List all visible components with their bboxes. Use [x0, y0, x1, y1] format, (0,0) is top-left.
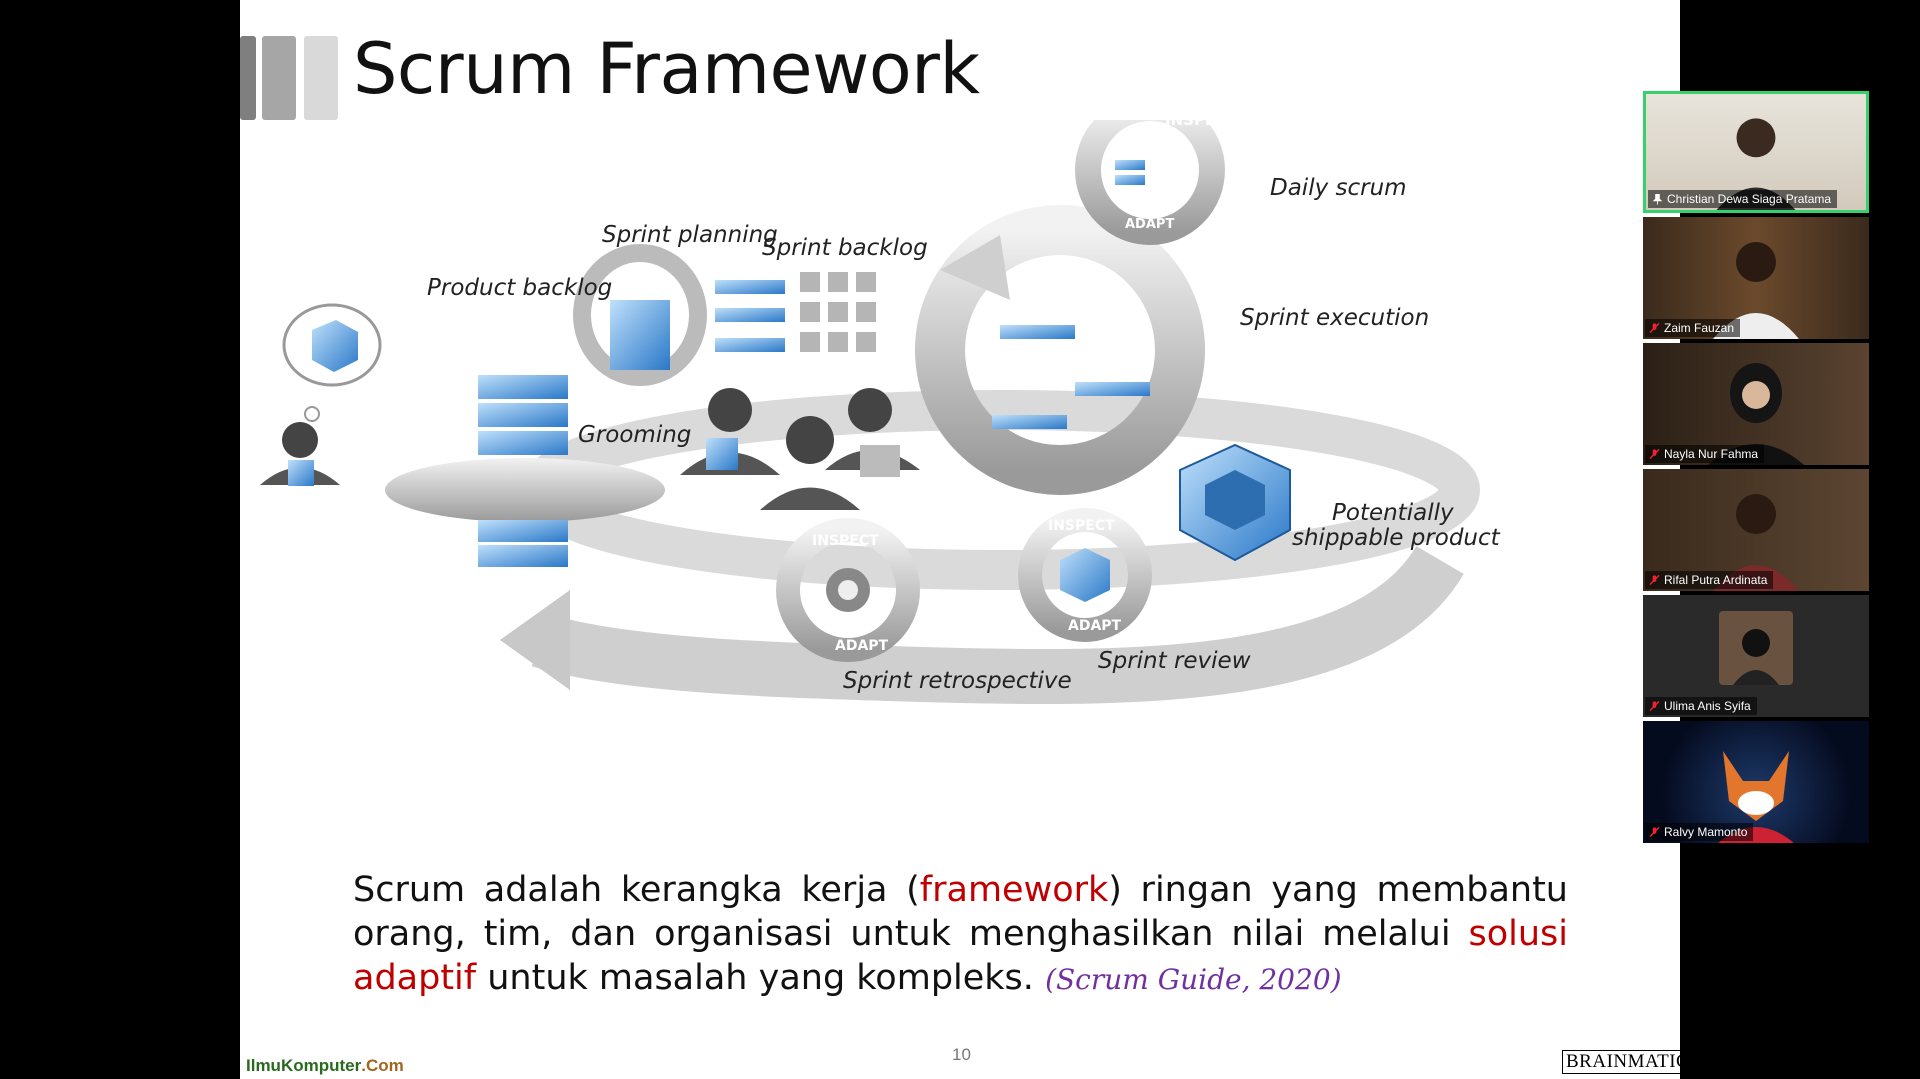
label-potentially: Potentially — [1332, 500, 1454, 526]
highlight-solusi-adaptif: solusi adaptif — [353, 914, 1568, 998]
svg-text:INSPECT: INSPECT — [812, 533, 879, 549]
mic-muted-icon — [1649, 322, 1660, 334]
sprint-loop-arrow — [531, 545, 1464, 705]
footer-logo-brainmatics: BRAINMATICS — [1562, 1050, 1680, 1074]
footer-logo-ilmukomputer: IlmuKomputer.Com — [246, 1056, 404, 1075]
participant-tile[interactable]: Ralvy Mamonto — [1643, 721, 1869, 843]
svg-text:INSPECT: INSPECT — [1048, 518, 1115, 534]
svg-text:ADAPT: ADAPT — [1125, 217, 1174, 232]
label-grooming: Grooming — [578, 422, 691, 448]
slide-title: Scrum Framework — [353, 28, 980, 110]
scrum-team-figures — [680, 388, 920, 510]
title-decoration — [240, 36, 340, 120]
svg-text:INSPECT: INSPECT — [1165, 120, 1237, 129]
avatar — [1719, 611, 1793, 685]
citation: (Scrum Guide, 2020) — [1045, 963, 1342, 996]
participant-tile[interactable]: Nayla Nur Fahma — [1643, 343, 1869, 465]
presentation-slide: Scrum Framework — [240, 0, 1680, 1079]
label-product-backlog: Product backlog — [427, 275, 612, 301]
product-owner-figure — [260, 303, 382, 486]
label-sprint-backlog: Sprint backlog — [762, 235, 928, 261]
sprint-execution-cycle — [915, 205, 1205, 495]
sprint-review-cycle: INSPECT ADAPT — [1018, 508, 1152, 642]
label-sprint-retrospective: Sprint retrospective — [843, 668, 1072, 694]
mic-muted-icon — [1649, 448, 1660, 460]
participant-tile[interactable]: Christian Dewa Siaga Pratama — [1643, 91, 1869, 213]
label-sprint-planning: Sprint planning — [602, 222, 778, 248]
sprint-retrospective-cycle: INSPECT ADAPT — [776, 518, 920, 662]
scrum-framework-diagram: INSPECT ADAPT INSPECT ADAPT INSPECT ADAP… — [260, 120, 1501, 705]
mic-muted-icon — [1649, 826, 1660, 838]
svg-text:ADAPT: ADAPT — [835, 638, 889, 654]
label-daily-scrum: Daily scrum — [1270, 175, 1407, 201]
pin-icon — [1652, 193, 1663, 205]
participant-tile[interactable]: Rifal Putra Ardinata — [1643, 469, 1869, 591]
participant-tile[interactable]: Ulima Anis Syifa — [1643, 595, 1869, 717]
svg-text:ADAPT: ADAPT — [1068, 618, 1122, 634]
product-backlog-stack — [385, 375, 665, 567]
highlight-framework: framework — [919, 870, 1109, 910]
label-sprint-execution: Sprint execution — [1240, 305, 1429, 331]
sprint-backlog-grid — [715, 272, 876, 352]
mic-muted-icon — [1649, 574, 1660, 586]
product-increment-cube — [1179, 443, 1291, 562]
label-sprint-review: Sprint review — [1098, 648, 1251, 674]
slide-body-text: Scrum adalah kerangka kerja (framework) … — [353, 870, 1568, 998]
label-shippable-product: shippable product — [1292, 525, 1501, 551]
page-number: 10 — [952, 1045, 971, 1064]
mic-muted-icon — [1649, 700, 1660, 712]
participant-tile[interactable]: Zaim Fauzan — [1643, 217, 1869, 339]
sprint-planning-icon — [573, 244, 707, 386]
daily-scrum-cycle: INSPECT ADAPT — [1075, 120, 1237, 245]
